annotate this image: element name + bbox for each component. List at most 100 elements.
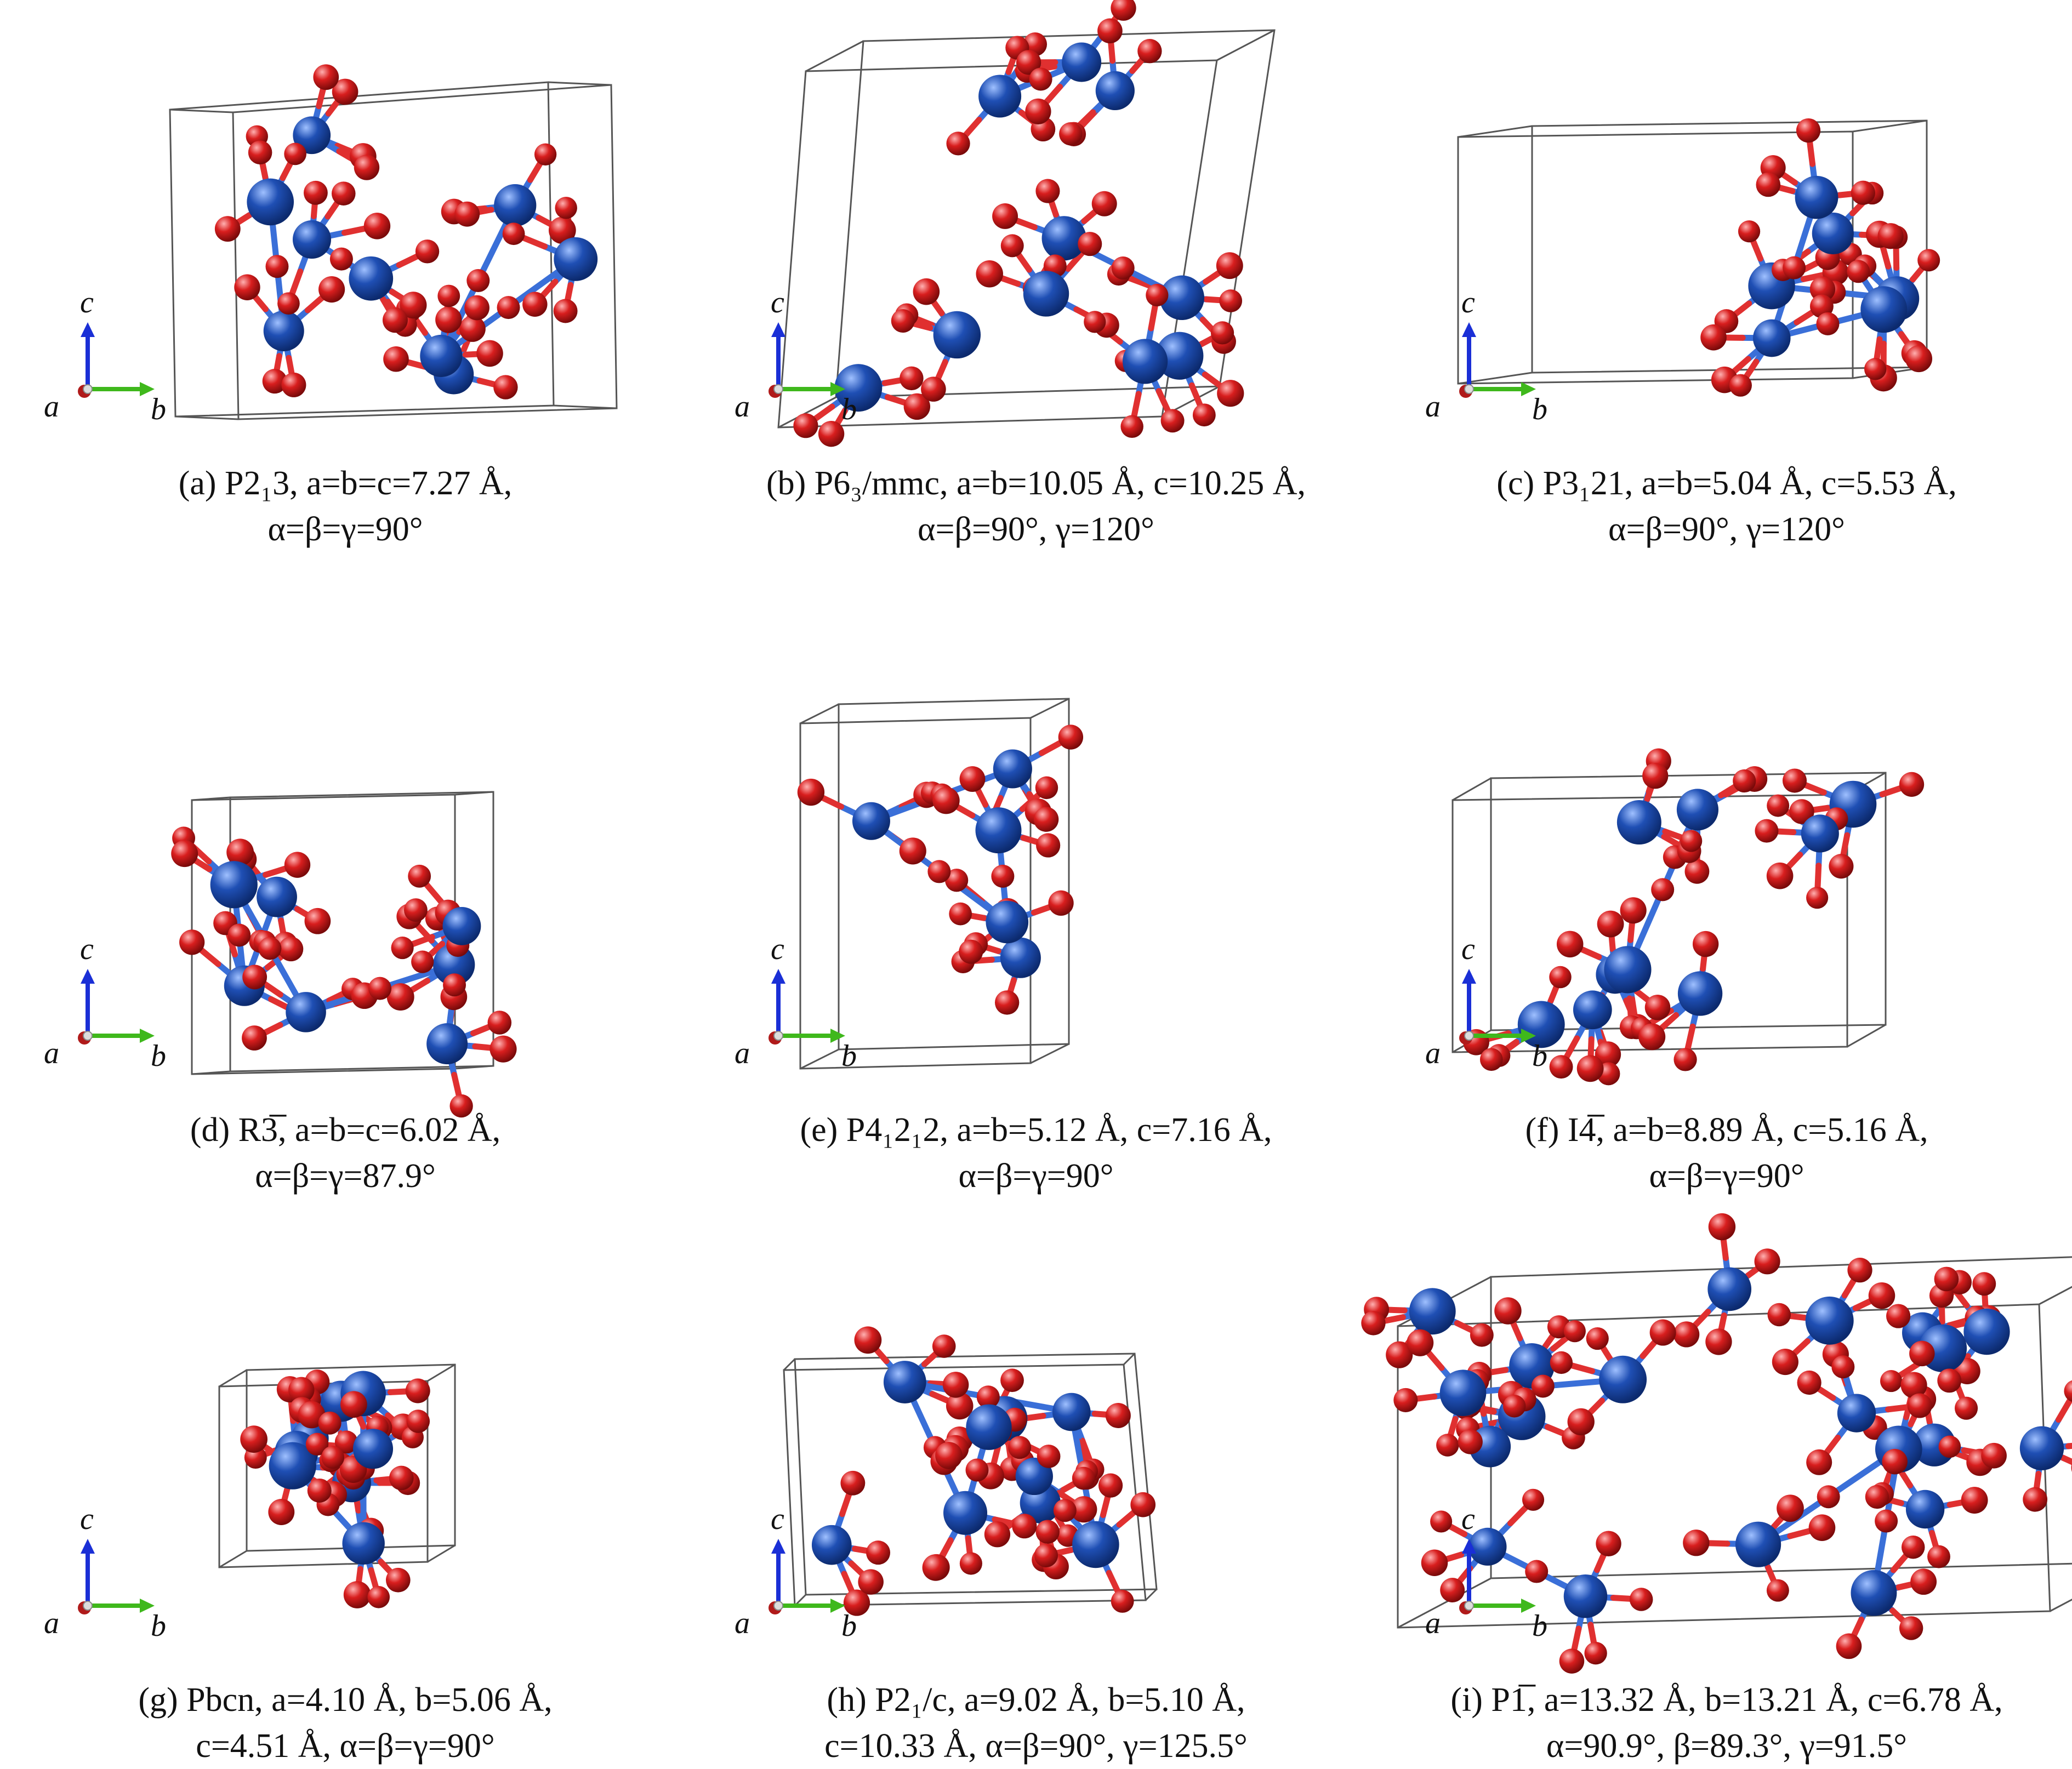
oxygen-atom — [1680, 830, 1702, 852]
silicon-atom — [247, 179, 294, 226]
silicon-atom — [1617, 800, 1661, 844]
cell-edge — [1453, 778, 1491, 800]
silicon-atom — [986, 901, 1028, 944]
axis-c-label: c — [771, 932, 784, 966]
oxygen-atom — [1630, 1588, 1653, 1611]
oxygen-atom — [1797, 1371, 1821, 1395]
oxygen-atom — [959, 940, 983, 964]
oxygen-atom — [1586, 1327, 1609, 1350]
oxygen-atom — [1651, 878, 1674, 901]
oxygen-atom — [466, 269, 489, 292]
oxygen-atom — [1217, 380, 1244, 407]
oxygen-atom — [1880, 1370, 1902, 1392]
oxygen-atom — [1532, 1374, 1555, 1397]
oxygen-atom — [1961, 1487, 1988, 1514]
oxygen-atom — [1407, 1329, 1433, 1356]
oxygen-atom — [1564, 1320, 1586, 1342]
axis-c-label: c — [1461, 1502, 1475, 1536]
oxygen-atom — [1673, 1048, 1697, 1071]
atoms — [240, 1369, 430, 1608]
oxygen-atom — [278, 937, 303, 961]
silicon-atom — [353, 1429, 393, 1469]
oxygen-atom — [1550, 1351, 1573, 1374]
oxygen-atom — [368, 977, 391, 1000]
oxygen-atom — [960, 766, 986, 792]
silicon-atom — [257, 877, 297, 917]
oxygen-atom — [1645, 995, 1671, 1020]
silicon-atom — [1599, 1356, 1647, 1403]
silicon-atom — [1677, 789, 1718, 830]
oxygen-atom — [1549, 966, 1571, 988]
oxygen-atom — [179, 929, 204, 955]
silicon-atom — [286, 992, 326, 1032]
silicon-atom — [1052, 1393, 1091, 1431]
silicon-atom — [933, 311, 981, 358]
axis-b-label: b — [151, 392, 166, 426]
silicon-atom — [966, 1405, 1011, 1450]
oxygen-atom — [1955, 1397, 1978, 1420]
caption-line-1: (d) R3̅, a=b=c=6.02 Å, — [0, 1107, 691, 1153]
oxygen-atom — [935, 1442, 963, 1469]
axis-a-label: a — [1425, 390, 1441, 424]
oxygen-atom — [1738, 220, 1760, 242]
oxygen-atom — [2023, 1487, 2047, 1512]
oxygen-atom — [1768, 1303, 1791, 1327]
oxygen-atom — [1036, 833, 1060, 857]
oxygen-atom — [1733, 769, 1756, 792]
axis-c-label: c — [80, 932, 94, 966]
silicon-atom — [342, 1522, 384, 1565]
silicon-atom — [1806, 1297, 1854, 1345]
oxygen-atom — [1700, 324, 1727, 351]
oxygen-atom — [1927, 1545, 1950, 1568]
silicon-atom — [1440, 1369, 1487, 1416]
caption-line-1: (i) P1̅, a=13.32 Å, b=13.21 Å, c=6.78 Å, — [1381, 1677, 2072, 1723]
oxygen-atom — [1072, 1466, 1095, 1490]
oxygen-atom — [1012, 1514, 1037, 1538]
axis-a-label: a — [735, 1606, 750, 1640]
axis-origin — [1465, 1601, 1473, 1610]
oxygen-atom — [1097, 18, 1123, 43]
caption-line-2: c=4.51 Å, α=β=γ=90° — [0, 1723, 691, 1769]
oxygen-atom — [1035, 179, 1060, 203]
oxygen-atom — [1620, 897, 1647, 923]
cell-edge — [428, 1365, 455, 1381]
oxygen-atom — [1642, 763, 1668, 789]
silicon-atom — [2020, 1426, 2064, 1470]
oxygen-atom — [1693, 931, 1718, 957]
axis-b-label: b — [841, 1609, 857, 1643]
caption-line-2: α=β=γ=90° — [0, 506, 691, 552]
silicon-atom — [943, 1491, 987, 1535]
oxygen-atom — [354, 155, 379, 180]
oxygen-atom — [1705, 1328, 1732, 1355]
oxygen-atom — [1219, 289, 1242, 312]
oxygen-atom — [391, 937, 414, 959]
oxygen-atom — [344, 1581, 371, 1608]
oxygen-atom — [1557, 931, 1583, 957]
oxygen-atom — [1035, 1520, 1059, 1544]
oxygen-atom — [313, 64, 339, 90]
caption-line-1: (c) P3₁21, a=b=5.04 Å, c=5.53 Å, — [1381, 460, 2072, 506]
caption-line-1: (a) P2₁3, a=b=c=7.27 Å, — [0, 460, 691, 506]
unit-cell — [800, 699, 1069, 1069]
cell-edge — [170, 110, 233, 112]
oxygen-atom — [1059, 122, 1082, 145]
oxygen-atom — [386, 1568, 411, 1593]
oxygen-atom — [1161, 409, 1185, 432]
oxygen-atom — [1120, 415, 1143, 438]
silicon-atom — [852, 802, 890, 840]
oxygen-atom — [1981, 1443, 2007, 1469]
oxygen-atom — [965, 1458, 988, 1481]
oxygen-atom — [1494, 1297, 1521, 1324]
oxygen-atom — [476, 340, 503, 367]
silicon-atom — [1707, 1267, 1751, 1311]
silicon-atom — [293, 220, 331, 259]
oxygen-atom — [793, 413, 818, 438]
oxygen-atom — [332, 181, 356, 206]
oxygen-atom — [1831, 1355, 1854, 1378]
